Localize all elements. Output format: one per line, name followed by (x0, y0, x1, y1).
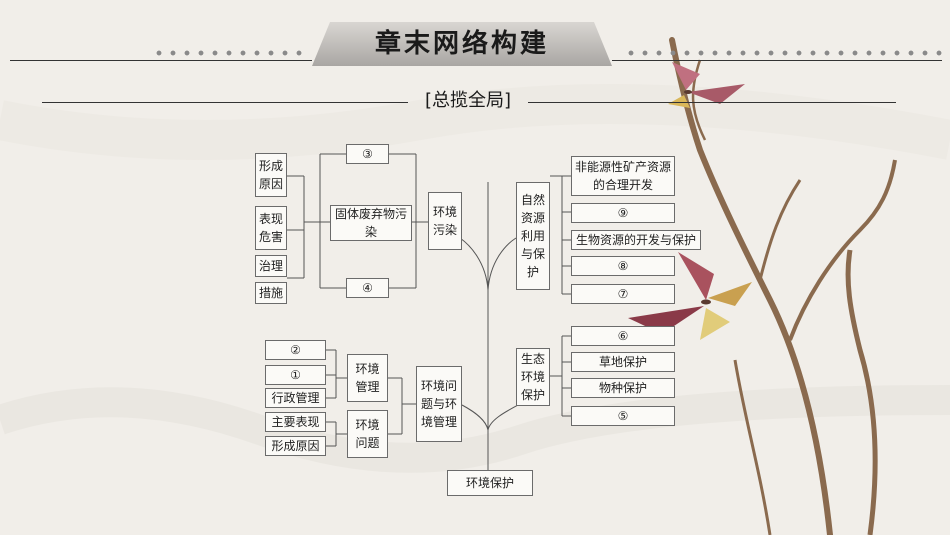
main-signs-box: 主要表现 (265, 412, 326, 432)
formation-causes-box: 形成原因 (265, 436, 326, 456)
mineral-resources-box: 非能源性矿产资源的合理开发 (571, 156, 675, 196)
environment-protection-root-box: 环境保护 (447, 470, 533, 496)
subtitle-rule-left (42, 102, 408, 103)
blank-8-box: ⑧ (571, 256, 675, 276)
solid-waste-box: 固体废弃物污染 (330, 205, 412, 241)
natural-resources-box: 自然资源利用与保护 (516, 182, 550, 290)
blank-9-box: ⑨ (571, 203, 675, 223)
blank-2-box: ② (265, 340, 326, 360)
blank-5-box: ⑤ (571, 406, 675, 426)
blank-3-box: ③ (346, 144, 389, 164)
blank-1-box: ① (265, 365, 326, 385)
header-dots-left (152, 50, 302, 56)
env-problem-box: 环境问题 (347, 410, 388, 458)
butterfly-large-icon (628, 252, 752, 340)
blank-4-box: ④ (346, 278, 389, 298)
pollution-causes-box: 形成原因 (255, 153, 287, 197)
pollution-symptoms-box: 表现危害 (255, 206, 287, 250)
section-subtitle: [总揽全局] (424, 90, 512, 111)
subtitle-rule-right (528, 102, 896, 103)
ecological-protection-box: 生态环境保护 (516, 348, 550, 406)
admin-management-box: 行政管理 (265, 388, 326, 408)
env-management-box: 环境管理 (347, 354, 388, 402)
pollution-measures-bottom-box: 措施 (255, 282, 287, 304)
header-rule-top-right (612, 60, 942, 61)
blank-6-box: ⑥ (571, 326, 675, 346)
env-problems-management-box: 环境问题与环境管理 (416, 366, 462, 442)
page-title: 章末网络构建 (374, 29, 549, 59)
grassland-protection-box: 草地保护 (571, 352, 675, 372)
header-dots-right (624, 50, 944, 56)
header-banner (312, 22, 612, 66)
species-protection-box: 物种保护 (571, 378, 675, 398)
pollution-measures-top-box: 治理 (255, 255, 287, 277)
butterfly-small-icon (668, 62, 745, 108)
header-rule-top (10, 60, 312, 61)
bio-resources-box: 生物资源的开发与保护 (571, 230, 701, 250)
blank-7-box: ⑦ (571, 284, 675, 304)
environmental-pollution-box: 环境污染 (428, 192, 462, 250)
